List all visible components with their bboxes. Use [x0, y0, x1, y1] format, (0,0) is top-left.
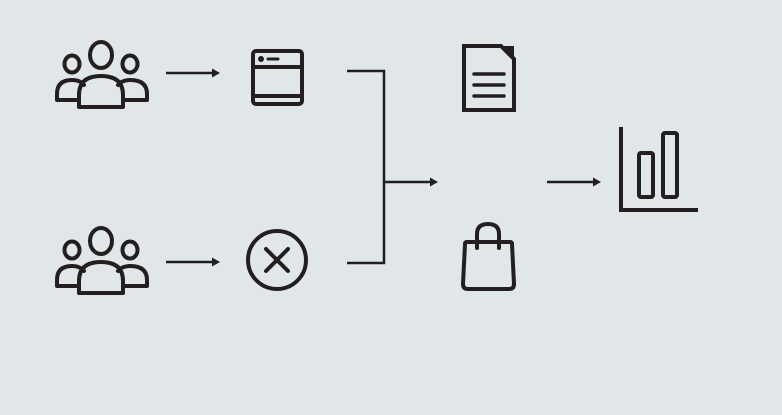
close-circle-icon: [246, 229, 308, 291]
users-group-icon: [55, 40, 149, 109]
arrow-bottom-group-to-cancel: [166, 257, 220, 267]
shopping-bag-icon: [461, 222, 516, 291]
arrow-to-chart: [547, 177, 601, 187]
browser-window-icon: [251, 49, 304, 106]
arrow-top-group-to-browser: [166, 68, 220, 78]
users-group-icon: [55, 226, 149, 295]
document-icon: [462, 44, 516, 112]
merge-connector: [347, 69, 438, 265]
bar-chart-icon: [619, 127, 698, 212]
